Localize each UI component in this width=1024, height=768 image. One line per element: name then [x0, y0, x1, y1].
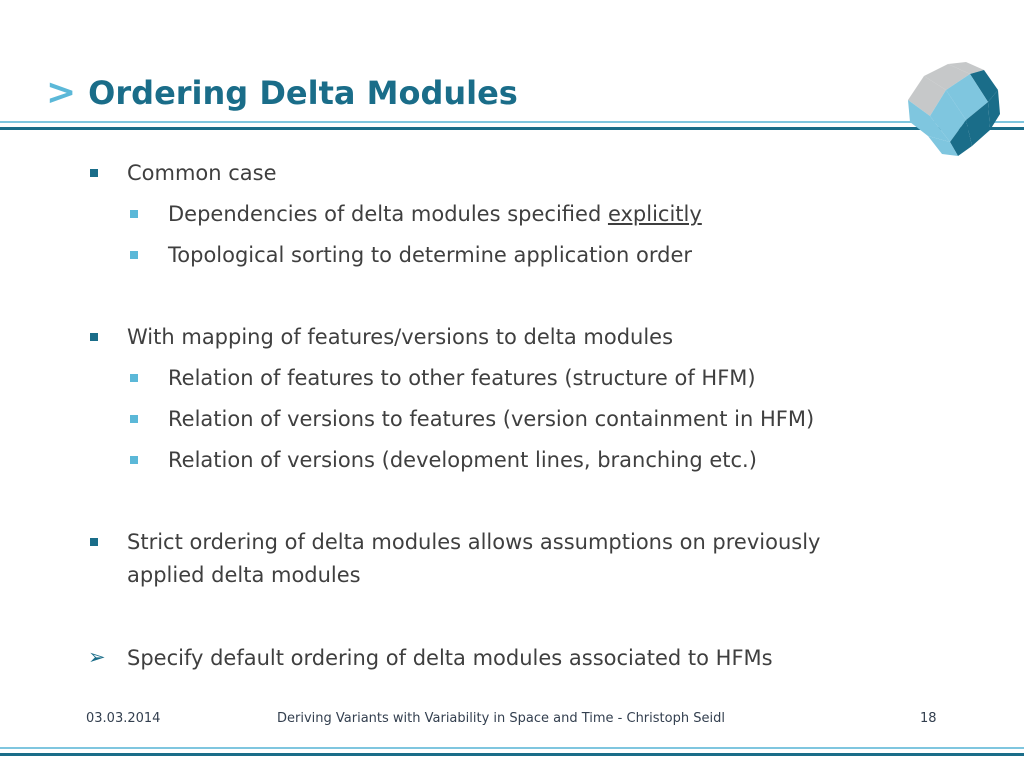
title-arrow-icon: > — [46, 72, 77, 113]
square-bullet-icon — [130, 374, 138, 382]
arrow-bullet-icon: ➢ — [88, 645, 106, 669]
square-bullet-icon — [130, 415, 138, 423]
bullet-text-line2: applied delta modules — [127, 563, 361, 587]
title-row: > Ordering Delta Modules — [46, 70, 518, 116]
bullet-text-line1: Strict ordering of delta modules allows … — [127, 530, 821, 554]
footer-page-number: 18 — [920, 711, 937, 726]
header-rule-light — [0, 121, 1024, 123]
bullet-text: Common case — [127, 161, 277, 185]
footer-center: Deriving Variants with Variability in Sp… — [277, 711, 725, 726]
square-bullet-icon — [130, 456, 138, 464]
sphere-logo-icon — [908, 62, 1000, 156]
subbullet-text: Topological sorting to determine applica… — [168, 243, 692, 267]
emphasis-explicitly: explicitly — [607, 202, 702, 226]
footer-rule-dark — [0, 753, 1024, 756]
header-rule-dark — [0, 127, 1024, 130]
square-bullet-icon — [130, 251, 138, 259]
bullet-text: Specify default ordering of delta module… — [127, 646, 773, 670]
square-bullet-icon — [130, 210, 138, 218]
subbullet-text: Relation of versions to features (versio… — [168, 407, 815, 431]
subbullet-text: Dependencies of delta modules specified — [168, 202, 608, 226]
square-bullet-icon — [90, 333, 98, 341]
subbullet-text: Relation of features to other features (… — [168, 366, 756, 390]
subbullet-text-wrap: Dependencies of delta modules specified … — [168, 198, 702, 231]
square-bullet-icon — [90, 538, 98, 546]
bullet-text: With mapping of features/versions to del… — [127, 325, 674, 349]
square-bullet-icon — [90, 169, 98, 177]
footer-date: 03.03.2014 — [86, 711, 161, 726]
footer-rule-light — [0, 747, 1024, 749]
slide-title: Ordering Delta Modules — [88, 74, 518, 112]
subbullet-text: Relation of versions (development lines,… — [168, 448, 757, 472]
